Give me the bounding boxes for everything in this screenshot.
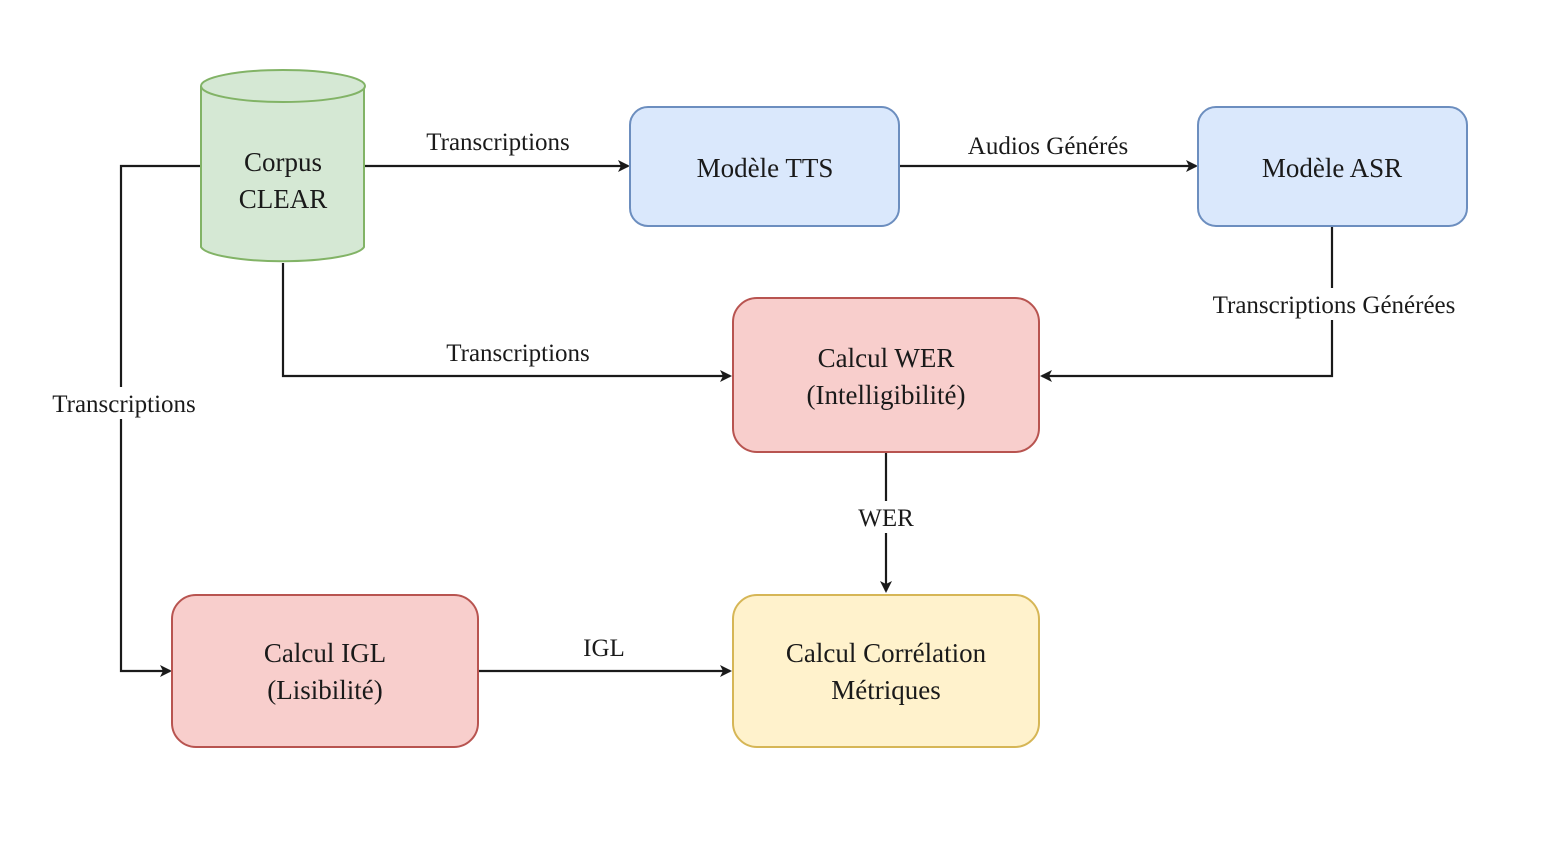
edge-label-bg-corpus-to-igl xyxy=(42,387,206,419)
corpus-clear-database: Corpus CLEAR xyxy=(200,69,366,263)
tts-model-label: Modèle TTS xyxy=(697,153,834,183)
edge-label-wer-to-correlation: WER xyxy=(858,505,914,532)
corpus-cylinder-top xyxy=(200,69,366,103)
wer-computation-box xyxy=(732,297,1040,453)
igl-computation-box xyxy=(171,594,479,748)
edge-label-corpus-to-wer: Transcriptions xyxy=(446,340,590,367)
corpus-label-line-1: Corpus xyxy=(244,147,322,177)
edge-label-asr-to-wer: Transcriptions Générées xyxy=(1213,292,1456,319)
correlation-computation-node: Calcul Corrélation Métriques xyxy=(732,594,1040,748)
edge-label-tts-to-asr: Audios Générés xyxy=(968,133,1128,160)
edge-label-bg-wer-to-correlation xyxy=(852,501,920,533)
edge-label-corpus-to-igl: Transcriptions xyxy=(52,391,196,418)
asr-model-box xyxy=(1197,106,1468,227)
correlation-label-line-2: Métriques xyxy=(831,675,940,705)
corpus-label-line-2: CLEAR xyxy=(239,184,328,214)
edge-labels: Transcriptions Audios Générés Transcript… xyxy=(42,129,1472,662)
correlation-label-line-1: Calcul Corrélation xyxy=(786,638,987,668)
igl-label-line-1: Calcul IGL xyxy=(264,638,386,668)
wer-computation-node: Calcul WER (Intelligibilité) xyxy=(732,297,1040,453)
wer-label-line-1: Calcul WER xyxy=(818,343,955,373)
correlation-computation-box xyxy=(732,594,1040,748)
igl-computation-node: Calcul IGL (Lisibilité) xyxy=(171,594,479,748)
edge-label-bg-asr-to-wer xyxy=(1196,288,1472,320)
igl-label-line-2: (Lisibilité) xyxy=(267,675,382,705)
tts-model-box xyxy=(629,106,900,227)
edge-label-igl-to-correlation: IGL xyxy=(583,635,625,662)
edge-asr-to-wer xyxy=(1040,226,1334,382)
asr-model-label: Modèle ASR xyxy=(1262,153,1402,183)
tts-model-node: Modèle TTS xyxy=(629,106,900,227)
edge-corpus-to-wer xyxy=(281,263,732,382)
asr-model-node: Modèle ASR xyxy=(1197,106,1468,227)
corpus-cylinder-body xyxy=(200,86,365,263)
edge-label-corpus-to-tts: Transcriptions xyxy=(426,129,570,156)
nodes: Corpus CLEAR Modèle TTS Modèle ASR Calcu… xyxy=(171,69,1468,748)
wer-label-line-2: (Intelligibilité) xyxy=(807,380,966,410)
